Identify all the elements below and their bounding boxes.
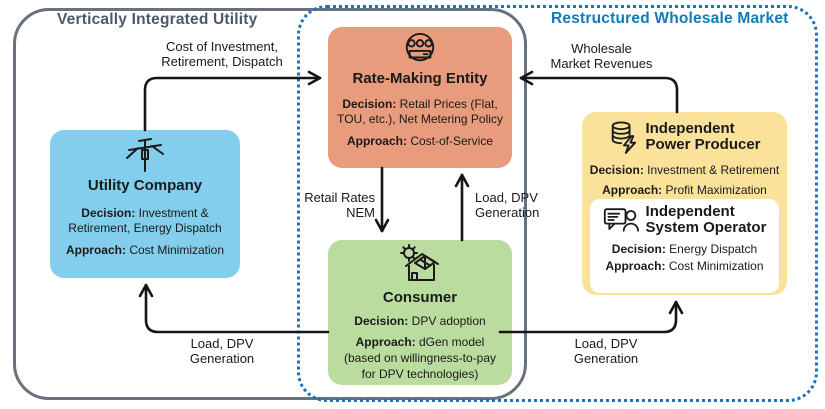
vertically-integrated-utility-region: [13, 8, 527, 400]
ipp-decision: Decision: Investment & Retirement: [589, 163, 780, 177]
independent-power-producer-title: Independent Power Producer: [645, 120, 761, 153]
utility-decision: Decision: Investment & Retirement, Energ…: [68, 205, 222, 236]
power-producer-icon: [608, 119, 638, 155]
consumer-approach: Approach: dGen model (based on willingne…: [343, 335, 497, 381]
consumer-box: Consumer Decision: DPV adoption Approach…: [328, 240, 512, 385]
restructured-wholesale-market-region: [297, 5, 818, 402]
electric-meter-icon: [399, 32, 441, 66]
label-cost-investment: Cost of Investment, Retirement, Dispatch: [161, 39, 283, 70]
utility-pole-icon: [125, 135, 165, 173]
label-load-dpv-generation-center: Load, DPV Generation: [475, 190, 540, 221]
independent-system-operator-box: Independent System Operator Decision: En…: [590, 199, 779, 293]
label-wholesale-market-revenues: Wholesale Market Revenues: [550, 41, 653, 72]
region-title-restructured: Restructured Wholesale Market: [551, 10, 789, 27]
iso-approach: Approach: Cost Minimization: [605, 259, 764, 274]
rate-making-approach: Approach: Cost-of-Service: [346, 133, 494, 148]
solar-house-icon: [398, 243, 442, 285]
rate-making-entity-title: Rate-Making Entity: [352, 70, 488, 87]
label-load-dpv-generation-left: Load, DPV Generation: [189, 336, 255, 367]
ipp-approach: Approach: Profit Maximization: [602, 182, 767, 197]
independent-system-operator-title: Independent System Operator: [645, 203, 767, 236]
system-operator-icon: [603, 206, 639, 234]
rate-making-decision: Decision: Retail Prices (Flat, TOU, etc.…: [337, 96, 503, 127]
utility-company-box: Utility Company Decision: Investment & R…: [50, 130, 240, 278]
consumer-decision: Decision: DPV adoption: [354, 313, 486, 328]
consumer-title: Consumer: [382, 289, 458, 306]
utility-company-title: Utility Company: [87, 177, 203, 194]
region-title-vertically-integrated: Vertically Integrated Utility: [57, 11, 258, 28]
independent-power-producer-box: Independent Power Producer Decision: Inv…: [582, 112, 787, 295]
utility-approach: Approach: Cost Minimization: [65, 242, 225, 257]
rate-making-entity-box: Rate-Making Entity Decision: Retail Pric…: [328, 27, 512, 168]
iso-decision: Decision: Energy Dispatch: [611, 241, 758, 256]
label-load-dpv-generation-right: Load, DPV Generation: [573, 336, 639, 367]
label-retail-rates-nem: Retail Rates NEM: [304, 190, 375, 221]
